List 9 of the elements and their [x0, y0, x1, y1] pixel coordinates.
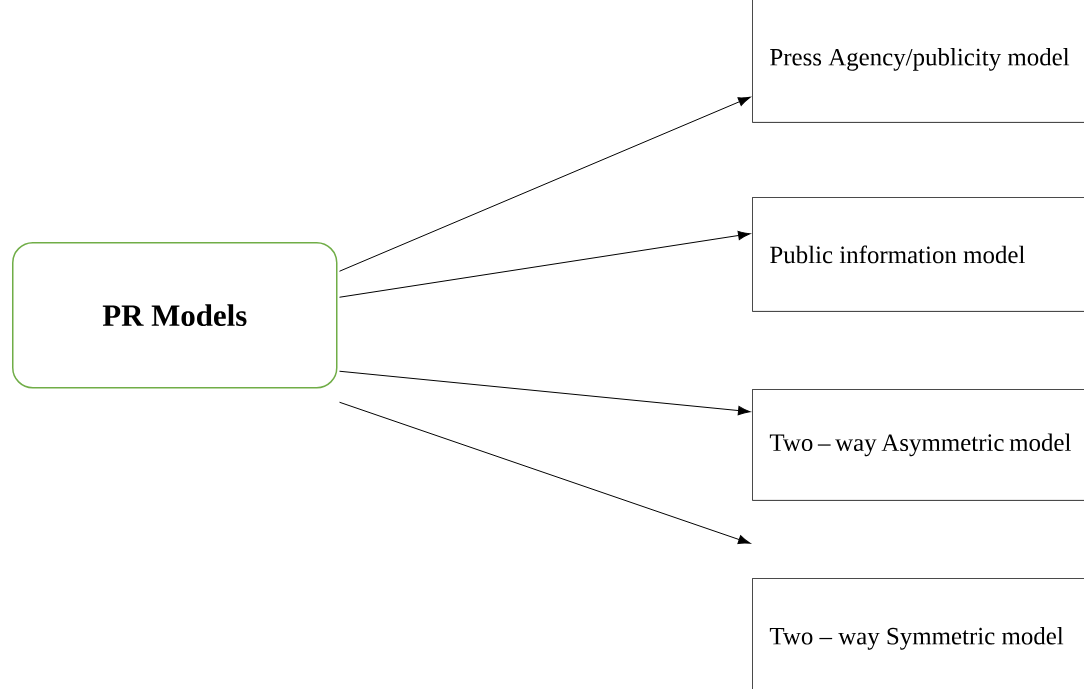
arrow	[339, 230, 751, 298]
text-box: Two – way Asymmetric model	[752, 389, 1084, 501]
rounded-box: PR Models	[12, 242, 338, 389]
arrow	[339, 370, 751, 416]
text-box: Two – way Symmetric model	[752, 578, 1084, 689]
text-box: Public information model	[752, 197, 1084, 312]
arrow	[339, 96, 751, 272]
arrow	[339, 401, 751, 545]
text-box: Press Agency/publicity model	[752, 0, 1084, 123]
